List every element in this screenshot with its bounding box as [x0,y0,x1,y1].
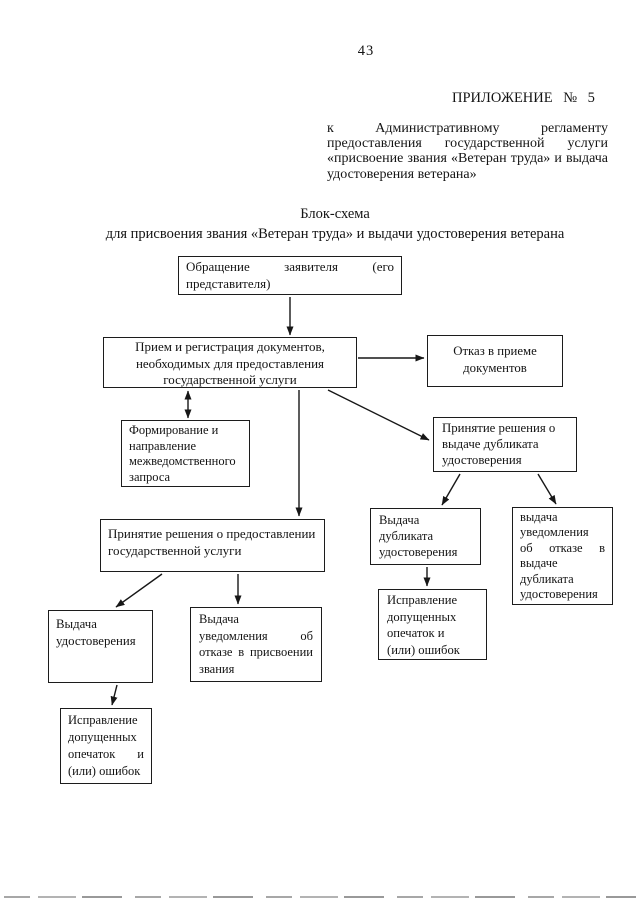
text-line: уведомления об [199,628,313,643]
text-line: межведомственного [129,454,236,469]
arrow-issue-certificate-to-fix-errors [110,684,118,706]
text-line: допущенных [68,730,137,744]
text-line: Выдача [199,612,239,626]
text-line: выдаче [520,556,558,571]
text-line: (или) ошибок [387,642,460,657]
text-line: звания [199,661,235,676]
text-line: государственной услуги [108,543,242,558]
text-line: запроса [129,469,171,484]
text-line: направление [129,438,197,453]
arrow-service-decision-to-issue-certificate [115,573,163,608]
schema-title-line1: Блок-схема [300,206,370,222]
text-line: удостоверения [520,587,598,602]
text-line: Отказ в приеме [453,344,537,358]
flow-node-refusal-to-accept: Отказ в приеме документов [427,335,563,387]
text-line: Выдача [379,513,420,527]
text-line: Исправление [68,713,138,727]
text-line: удостоверения ветерана» [327,166,477,182]
schema-title: Блок-схема для присвоения звания «Ветера… [30,204,640,244]
text-line: представителя) [186,275,271,291]
arrow-reception-to-duplicate-decision [327,389,430,441]
appendix-paragraph: к Административному регламенту предостав… [327,121,608,182]
text-line: об отказе в [520,540,605,555]
text-line: Выдача [56,617,97,631]
flow-node-request: Обращение заявителя (его представителя) [178,256,402,295]
text-line: удостоверения [442,453,522,468]
flow-node-duplicate-refusal-notice: выдача уведомления об отказе в выдаче ду… [512,507,613,605]
text-line: необходимых для предоставления [135,355,325,371]
text-line: (или) ошибок [68,764,141,778]
flow-node-issue-duplicate: Выдача дубликата удостоверения [370,508,481,565]
flow-node-refusal-notice: Выдача уведомления об отказе в присвоени… [190,607,322,682]
text-line: дубликата [520,571,574,586]
appendix-title: ПРИЛОЖЕНИЕ № 5 [452,90,595,106]
arrow-duplicate-decision-to-issue-duplicate [441,473,461,506]
text-line: государственной услуги [163,372,297,387]
flow-node-duplicate-decision: Принятие решения о выдаче дубликата удос… [433,417,577,472]
text-line: документов [463,360,527,375]
text-line: удостоверения [56,633,136,648]
text-line: Принятие решения о [442,421,556,435]
text-line: опечаток и [387,626,445,640]
text-line: отказе в присвоении [199,645,313,659]
text-line: уведомления [520,525,589,540]
text-line: Принятие решения о предоставлении [108,526,316,541]
text-line: предоставления государственной услуги [327,136,608,152]
flow-node-interagency-request: Формирование и направление межведомствен… [121,420,250,487]
text-line: «присвоение звания «Ветеран труда» и выд… [327,151,608,167]
text-line: дубликата [379,529,434,543]
flow-node-issue-certificate: Выдача удостоверения [48,610,153,683]
flow-node-fix-errors-duplicate: Исправление допущенных опечаток и (или) … [378,589,487,660]
text-line: удостоверения [379,545,458,559]
page-number: 43 [357,43,375,59]
text-line: Прием и регистрация документов, [135,339,325,354]
text-line: выдаче дубликата [442,437,539,452]
schema-title-line2: для присвоения звания «Ветеран труда» и … [105,226,565,242]
flow-node-reception: Прием и регистрация документов, необходи… [103,337,357,388]
text-line: Формирование и [129,423,219,437]
text-line: выдача [520,510,558,524]
scan-artifact-line [4,896,636,898]
text-line: к Административному регламенту [327,121,608,136]
arrow-duplicate-decision-to-duplicate-refusal [537,473,557,505]
text-line: Исправление [387,593,458,607]
text-line: допущенных [387,609,457,624]
flow-node-service-decision: Принятие решения о предоставлении госуда… [100,519,325,572]
text-line: Обращение заявителя (его [186,259,394,274]
text-line: опечаток и [68,747,144,761]
flow-node-fix-errors: Исправление допущенных опечаток и (или) … [60,708,152,784]
